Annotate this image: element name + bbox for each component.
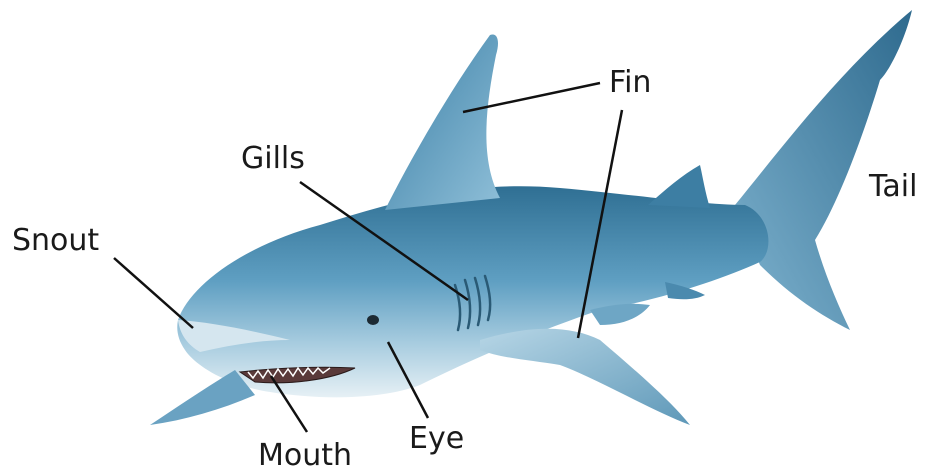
eye-shape [367,315,379,325]
second-dorsal-fin-shape [648,165,710,208]
far-pectoral-fin-shape [150,370,255,425]
gills-label: Gills [241,144,305,174]
snout-leader-line [114,258,193,328]
mouth-label: Mouth [258,441,352,471]
tail-label: Tail [869,172,917,202]
eye-label: Eye [409,424,464,454]
pectoral-fin-shape [480,329,690,425]
snout-label: Snout [12,226,99,256]
fin-label: Fin [609,68,651,98]
dorsal-fin-shape [385,34,500,210]
